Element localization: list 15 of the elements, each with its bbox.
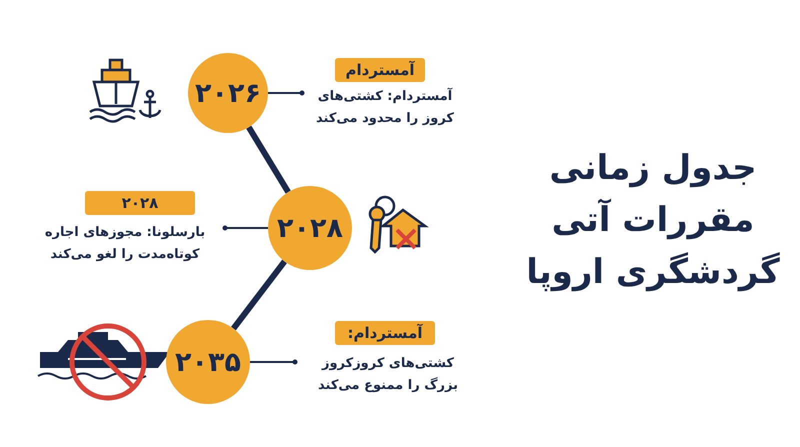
connector-line — [246, 126, 291, 194]
event-text: آمستردام: کشتی‌های کروز را محدود می‌کند — [302, 84, 468, 132]
leader-line — [268, 90, 304, 96]
event-text: کشتی‌های کروزکروز بزرگ را ممنوع می‌کند — [295, 351, 481, 399]
leader-line — [250, 360, 298, 364]
city-tag: آمستردام: — [335, 321, 435, 345]
year-circle: ۲۰۲۶ — [188, 53, 268, 133]
year-circle: ۲۰۳۵ — [166, 320, 250, 404]
year-circle: ۲۰۲۸ — [268, 186, 352, 270]
event-text: بارسلونا: مجوزهای اجاره کوتاه‌مدت را لغو می‌کند — [25, 219, 225, 269]
city-tag: ۲۰۲۸ — [85, 191, 195, 215]
connector-line — [231, 260, 287, 330]
title: جدول زمانی مقررات آتی گردشگری اروپا — [525, 147, 781, 294]
leader-line — [222, 226, 268, 230]
city-tag: آمستردام — [335, 58, 425, 82]
